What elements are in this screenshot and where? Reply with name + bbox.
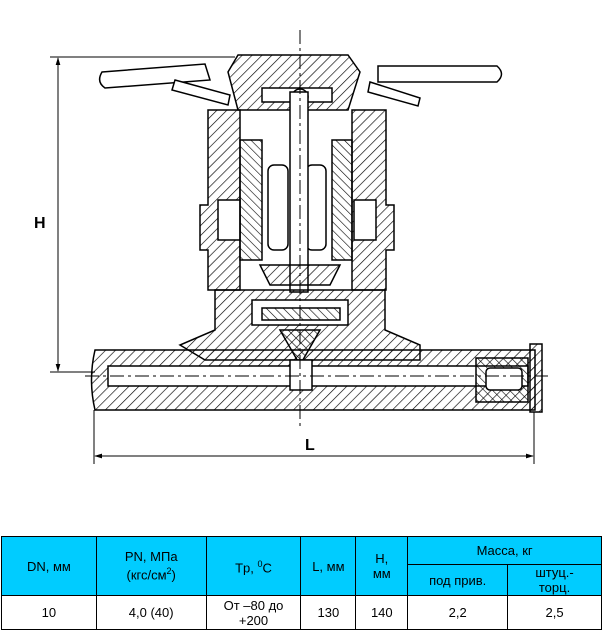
dimension-l [93,410,535,464]
dimension-h [50,56,235,373]
valve-cross-section-drawing: H L [34,30,548,464]
header-dn: DN, мм [1,536,97,596]
cell-dn: 10 [1,595,97,630]
header-h: H,мм [355,536,409,596]
table-row: 10 4,0 (40) От –80 до+200 130 140 2,2 2,… [1,595,602,630]
header-tp: Tp, 0C [205,536,302,596]
header-mass-drive: под прив. [407,564,509,596]
cell-tp: От –80 до+200 [205,595,302,630]
pipe-body [90,343,543,413]
specification-table: DN, мм PN, МПа (кгс/см2) Tp, 0C L, мм H,… [1,536,602,630]
header-l: L, мм [300,536,357,596]
header-pn: PN, МПа (кгс/см2) [95,536,207,596]
handle-left [98,63,231,106]
handwheel [227,54,361,111]
cell-l: 130 [300,595,357,630]
cell-mass-drive: 2,2 [407,595,509,630]
cell-h: 140 [355,595,409,630]
header-mass-fitting: штуц.-торц. [507,564,602,596]
cell-pn: 4,0 (40) [95,595,207,630]
handle-right [367,65,503,107]
header-mass: Масса, кг [407,536,602,565]
dimension-l-label: L [305,437,315,454]
cell-mass-fitting: 2,5 [507,595,602,630]
dimension-h-label: H [34,215,46,232]
